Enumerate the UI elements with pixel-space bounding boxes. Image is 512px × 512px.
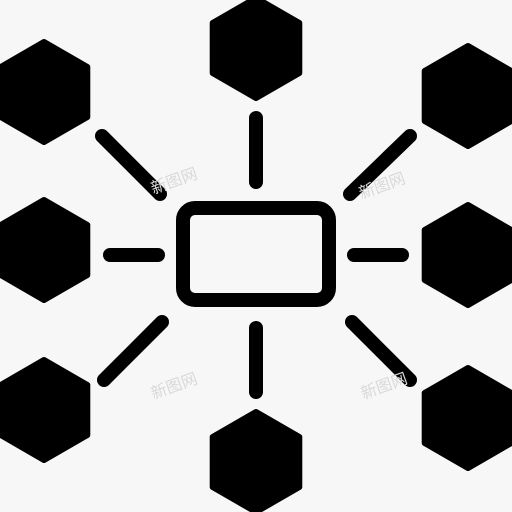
hexagon-node-bottom [209, 409, 303, 512]
hexagon-node-top [209, 0, 303, 101]
connector-top-right [343, 129, 417, 201]
watermark-text: 新图网 [148, 369, 200, 403]
hexagon-node-top-left [0, 39, 91, 145]
hexagon-node-left [0, 197, 91, 303]
hexagon-node-right [421, 202, 512, 308]
hexagon-node-bottom-right [421, 365, 512, 471]
watermark-text: 新图网 [358, 369, 410, 403]
connector-bottom-left [97, 315, 169, 387]
connector-top-left [95, 129, 167, 201]
watermark-text: 新图网 [148, 164, 200, 198]
central-monitor-icon [176, 201, 336, 307]
connector-bottom-right [345, 315, 417, 387]
hexagon-node-bottom-left [0, 357, 91, 463]
hexagon-node-top-right [421, 43, 512, 149]
connector-lines [95, 111, 417, 399]
